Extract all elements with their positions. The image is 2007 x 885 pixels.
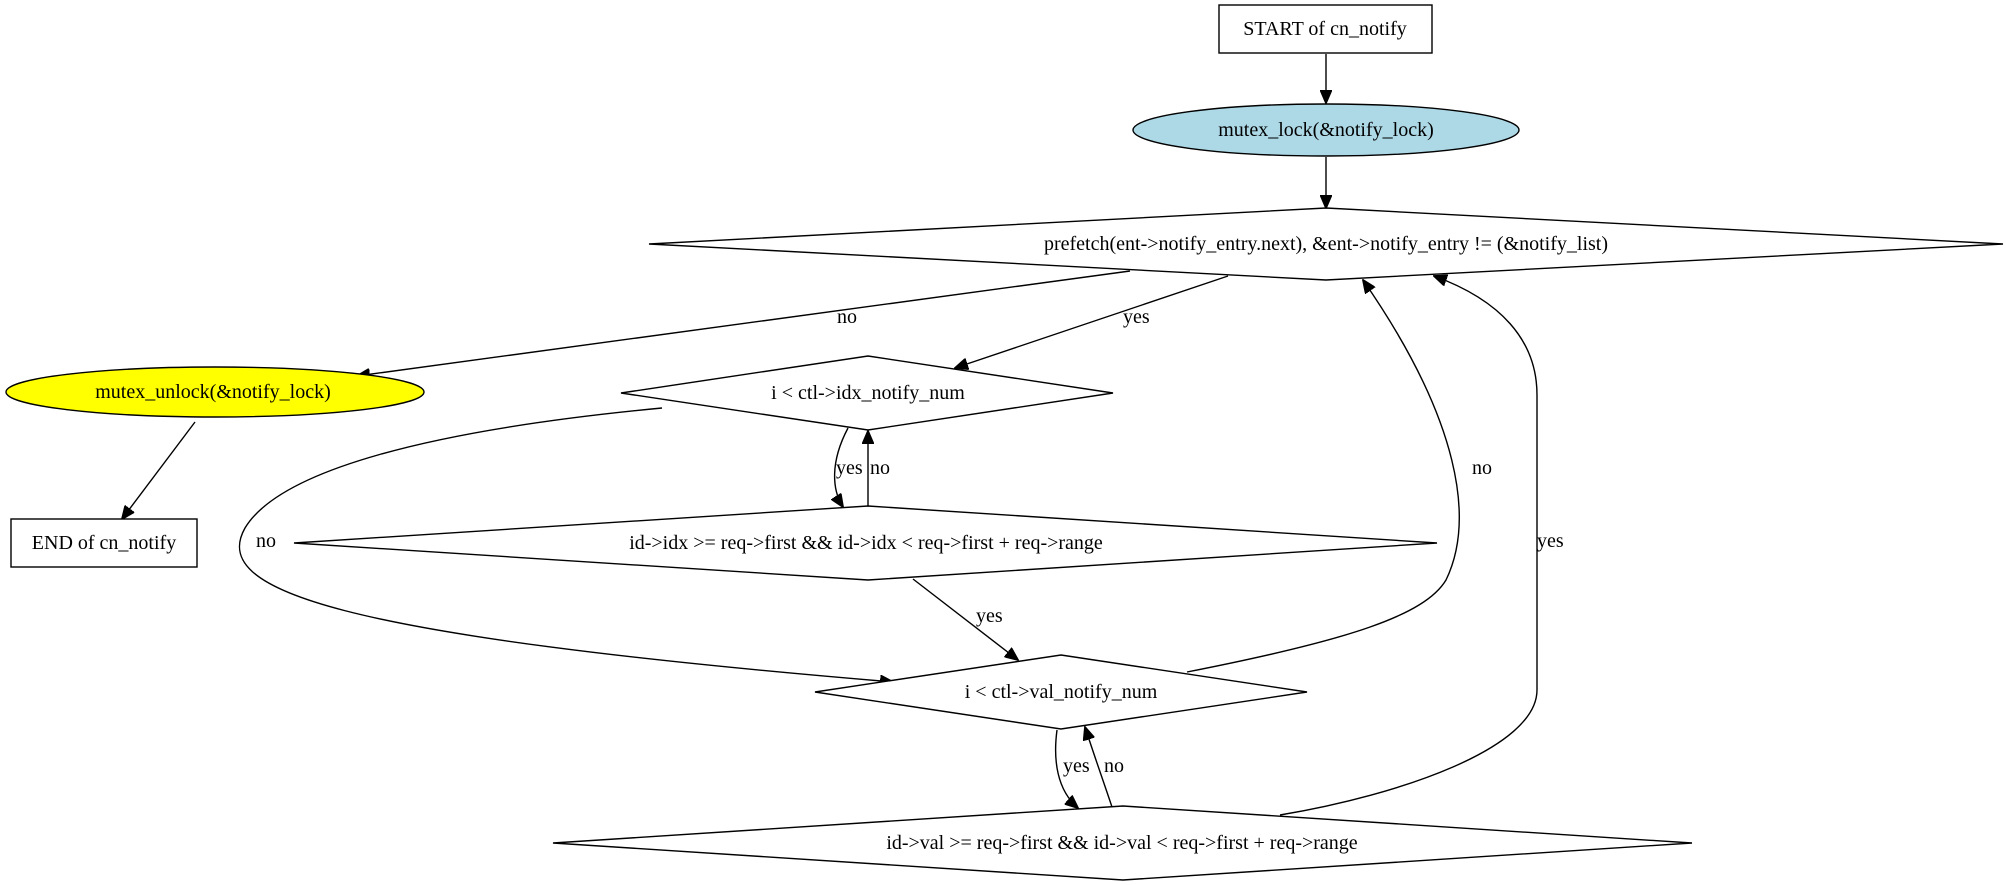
idx-loop-node: i < ctl->idx_notify_num xyxy=(620,355,1114,431)
end-node-label: END of cn_notify xyxy=(32,532,176,554)
edge-idx-loop-yes-to-idx-cond xyxy=(835,427,849,507)
mutex-lock-label: mutex_lock(&notify_lock) xyxy=(1218,119,1434,141)
edge-label-loop-yes: yes xyxy=(1123,306,1150,328)
edge-unlock-to-end xyxy=(122,421,196,519)
idx-condition-node: id->idx >= req->first && id->idx < req->… xyxy=(293,505,1438,581)
val-loop-node: i < ctl->val_notify_num xyxy=(814,654,1308,730)
idx-condition-label: id->idx >= req->first && id->idx < req->… xyxy=(629,532,1103,554)
edge-label-idx-cond-no: no xyxy=(870,457,890,479)
edge-label-val-loop-no: no xyxy=(1472,457,1492,479)
edge-loop-cond-no-to-unlock xyxy=(357,270,1131,376)
mutex-lock-ellipse xyxy=(1132,103,1520,157)
end-node: END of cn_notify xyxy=(10,518,198,568)
val-loop-label: i < ctl->val_notify_num xyxy=(965,681,1158,703)
mutex-unlock-label: mutex_unlock(&notify_lock) xyxy=(95,381,331,403)
edge-val-cond-no-to-val-loop xyxy=(1085,727,1113,808)
edge-idx-cond-yes-to-val-loop xyxy=(912,578,1018,660)
mutex-lock-node: mutex_lock(&notify_lock) xyxy=(1132,103,1520,157)
mutex-unlock-ellipse xyxy=(5,366,425,418)
edge-label-idx-loop-yes: yes xyxy=(836,457,863,479)
start-node: START of cn_notify xyxy=(1218,4,1433,54)
edge-val-cond-yes-to-loop-cond xyxy=(1279,276,1538,816)
edge-loop-cond-yes-to-idx-loop xyxy=(955,275,1229,368)
edge-label-idx-loop-no: no xyxy=(256,530,276,552)
mutex-unlock-node: mutex_unlock(&notify_lock) xyxy=(5,366,425,418)
edge-label-val-cond-yes: yes xyxy=(1537,530,1564,552)
loop-condition-label: prefetch(ent->notify_entry.next), &ent->… xyxy=(1044,233,1608,255)
val-condition-node: id->val >= req->first && id->val < req->… xyxy=(552,805,1693,881)
loop-condition-node: prefetch(ent->notify_entry.next), &ent->… xyxy=(648,207,2004,281)
val-condition-label: id->val >= req->first && id->val < req->… xyxy=(886,832,1357,854)
edge-label-loop-no: no xyxy=(837,306,857,328)
edge-val-loop-no-to-loop-cond xyxy=(1186,280,1460,673)
start-node-label: START of cn_notify xyxy=(1243,18,1407,40)
edge-val-loop-yes-to-val-cond xyxy=(1054,729,1078,808)
edge-label-val-loop-yes: yes xyxy=(1063,755,1090,777)
idx-loop-label: i < ctl->idx_notify_num xyxy=(771,382,965,404)
edge-label-val-cond-no: no xyxy=(1104,755,1124,777)
edge-idx-loop-no-to-val-loop xyxy=(238,407,893,682)
edge-label-idx-cond-yes: yes xyxy=(976,605,1003,627)
